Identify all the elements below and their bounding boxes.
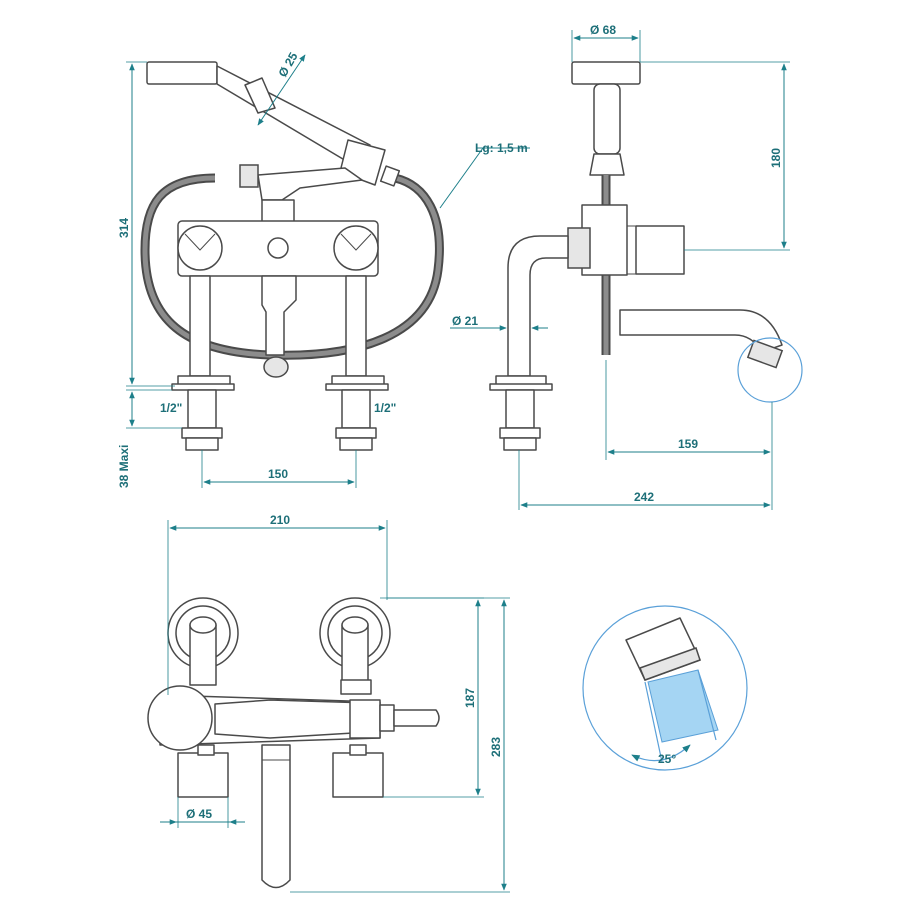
- dimension-thread-left: 1/2": [160, 401, 182, 415]
- label-body-height: 187: [463, 688, 477, 708]
- label-top-total-height: 283: [489, 737, 503, 757]
- label-head-width: Ø 68: [590, 23, 616, 37]
- aerator-detail-circle: [737, 337, 803, 403]
- right-mount: [325, 375, 389, 451]
- dimension-total-height: 314: [117, 61, 175, 387]
- label-center-distance: 150: [268, 467, 288, 481]
- left-handle: [177, 225, 223, 271]
- label-deck-max: 38 Maxi: [117, 445, 131, 488]
- top-handle-left: [147, 685, 213, 751]
- dimension-deck-max: 38 Maxi: [117, 389, 182, 488]
- dimension-inlet-dia: Ø 21: [450, 314, 548, 331]
- dimension-center-distance: 150: [201, 450, 357, 488]
- label-thread-left: 1/2": [160, 401, 182, 415]
- top-view: [147, 597, 440, 889]
- diverter: [239, 164, 363, 223]
- side-shower-head: [571, 61, 641, 85]
- label-thread-right: 1/2": [374, 401, 396, 415]
- dimension-overall-depth: 242: [518, 450, 771, 510]
- dimension-spout-reach: 159: [605, 360, 773, 510]
- label-hose-length: Lg: 1,5 m: [475, 141, 528, 155]
- label-total-height: 314: [117, 218, 131, 238]
- dimension-body-height: 187: [383, 597, 484, 798]
- right-handle: [333, 225, 379, 271]
- label-overall-depth: 242: [634, 490, 654, 504]
- left-mount: [171, 375, 235, 451]
- dimension-hose-length: Lg: 1,5 m: [439, 141, 530, 209]
- diverter-knob: [267, 237, 289, 259]
- label-shower-head-dia: Ø 25: [275, 50, 300, 80]
- label-top-width: 210: [270, 513, 290, 527]
- label-spray-angle: 25°: [658, 752, 676, 766]
- dimension-top-total-height: 283: [290, 597, 510, 893]
- label-base-dia: Ø 45: [186, 807, 212, 821]
- spout: [261, 275, 297, 356]
- top-spout: [261, 744, 291, 889]
- dimension-thread-right: 1/2": [374, 401, 396, 415]
- front-view: [140, 61, 444, 451]
- side-view: [489, 61, 803, 451]
- label-head-height: 180: [769, 148, 783, 168]
- dimension-head-width: Ø 68: [571, 23, 641, 62]
- side-inlet-pipe: [507, 235, 569, 377]
- dimension-top-width: 210: [167, 513, 388, 695]
- dimension-base-dia: Ø 45: [160, 797, 245, 828]
- hand-shower: [146, 61, 401, 187]
- aerator-detail: 25°: [582, 605, 748, 771]
- dimension-head-height: 180: [640, 61, 790, 251]
- label-spout-reach: 159: [678, 437, 698, 451]
- label-inlet-dia: Ø 21: [452, 314, 478, 328]
